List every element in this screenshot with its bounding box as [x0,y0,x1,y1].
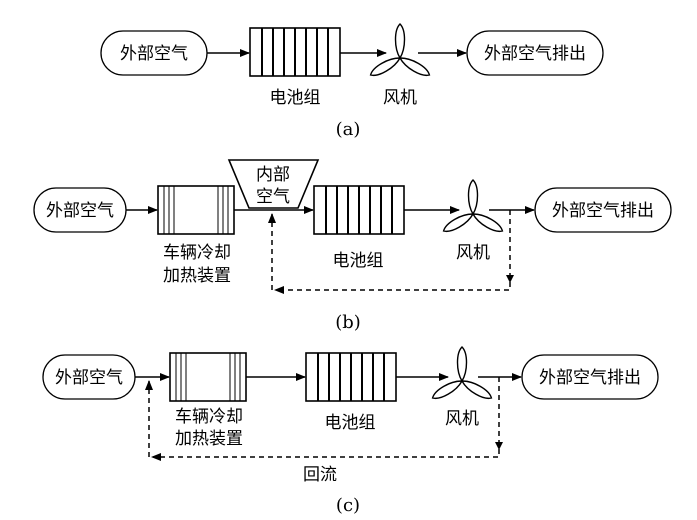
battery-pack-icon [313,185,405,235]
hvac-label-line1: 车辆冷却 [175,407,243,427]
hvac-label-line1: 车辆冷却 [163,243,231,263]
battery-label: 电池组 [325,413,376,433]
internal-air-line2: 空气 [256,187,290,207]
recirculation-arrowhead [274,286,284,294]
outlet-label: 外部空气排出 [539,368,641,388]
outlet-node [466,30,604,76]
inlet-label: 外部空气 [120,44,188,64]
fan-label: 风机 [383,88,417,108]
panel-b: 外部空气 车辆冷却 加热装置 内部 空气 电池 [33,159,672,333]
battery-pack-icon [305,352,397,402]
recirculation-arrowhead [506,275,514,283]
outlet-label: 外部空气排出 [484,44,586,64]
recirculation-path [153,377,500,458]
outlet-label: 外部空气排出 [552,201,654,221]
hvac-label-line2: 加热装置 [163,266,231,286]
fan-label: 风机 [445,409,479,429]
hvac-unit-icon [157,185,235,235]
caption-a: (a) [336,119,361,140]
outlet-node [534,187,672,233]
fan-icon [429,346,495,403]
panel-a: 外部空气 电池组 风机 外部空气排出 (a) [100,23,604,140]
hvac-unit-icon [169,352,247,402]
inlet-label: 外部空气 [55,368,123,388]
hvac-label-line2: 加热装置 [175,429,243,449]
internal-air-hopper [227,159,320,209]
battery-label: 电池组 [333,251,384,271]
recirculation-label: 回流 [303,465,337,485]
outlet-node [521,354,659,400]
caption-b: (b) [335,312,361,333]
inlet-label: 外部空气 [46,201,114,221]
recirculation-arrowhead [495,442,503,450]
battery-pack-icon [249,27,341,77]
internal-air-line1: 内部 [256,165,290,185]
battery-label: 电池组 [270,88,321,108]
panel-c: 外部空气 车辆冷却 加热装置 电池组 风机 [42,346,659,516]
fan-icon [440,179,506,236]
fan-icon [367,23,433,80]
fan-label: 风机 [456,243,490,263]
recirculation-arrowhead [151,453,161,461]
recirculation-path [276,210,511,291]
caption-c: (c) [336,495,360,516]
